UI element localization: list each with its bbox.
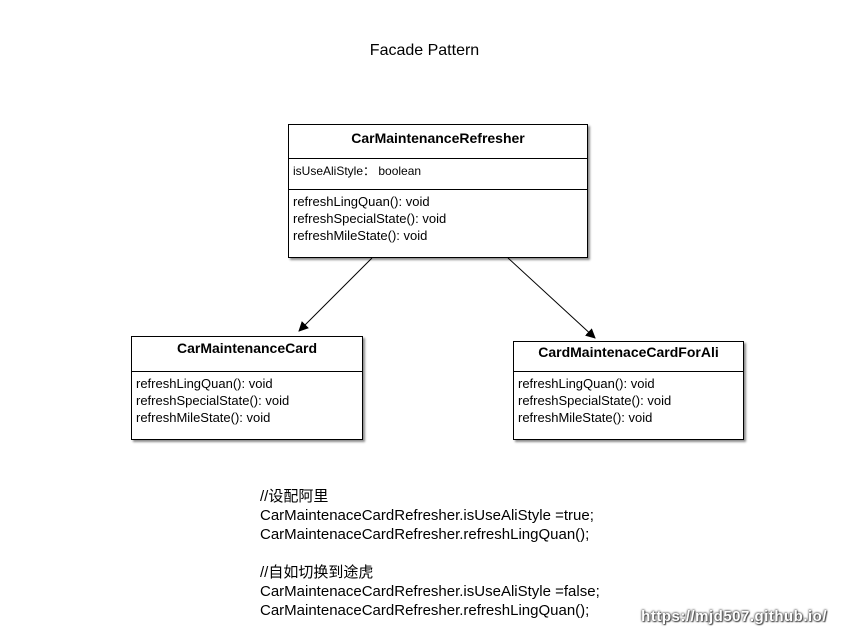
class-car-maintenance-card: CarMaintenanceCard refreshLingQuan(): vo… (131, 336, 363, 440)
class-operations: refreshLingQuan(): void refreshSpecialSt… (514, 372, 743, 429)
class-name: CarMaintenanceRefresher (289, 125, 587, 159)
operation: refreshLingQuan(): void (293, 194, 430, 209)
code-line: CarMaintenaceCardRefresher.isUseAliStyle… (260, 507, 594, 524)
code-line: CarMaintenaceCardRefresher.refreshLingQu… (260, 526, 590, 543)
usage-code-block: //设配阿里 CarMaintenaceCardRefresher.isUseA… (260, 487, 600, 620)
arrow-to-card-ali (507, 257, 596, 339)
operation: refreshSpecialState(): void (136, 393, 290, 408)
operation: refreshSpecialState(): void (293, 211, 447, 226)
code-blank-line (260, 544, 600, 563)
code-comment: //设配阿里 (260, 488, 329, 505)
operation: refreshMileState(): void (293, 228, 428, 243)
class-operations: refreshLingQuan(): void refreshSpecialSt… (289, 190, 587, 247)
arrow-to-card (298, 257, 373, 332)
code-comment: //自如切换到途虎 (260, 564, 374, 581)
watermark-url: https://mjd507.github.io/ (641, 608, 827, 625)
operation: refreshMileState(): void (518, 410, 653, 425)
operation: refreshLingQuan(): void (136, 376, 273, 391)
class-name: CarMaintenanceCard (132, 337, 362, 372)
attribute-is-use-ali-style: isUseAliStyle： boolean (293, 164, 422, 178)
class-attributes: isUseAliStyle： boolean (289, 159, 587, 190)
code-line: CarMaintenaceCardRefresher.isUseAliStyle… (260, 583, 600, 600)
class-card-maintenace-card-for-ali: CardMaintenaceCardForAli refreshLingQuan… (513, 341, 744, 440)
operation: refreshMileState(): void (136, 410, 271, 425)
class-car-maintenance-refresher: CarMaintenanceRefresher isUseAliStyle： b… (288, 124, 588, 258)
operation: refreshLingQuan(): void (518, 376, 655, 391)
code-line: CarMaintenaceCardRefresher.refreshLingQu… (260, 602, 590, 619)
operation: refreshSpecialState(): void (518, 393, 672, 408)
class-name: CardMaintenaceCardForAli (514, 342, 743, 372)
diagram-title: Facade Pattern (369, 42, 480, 59)
class-operations: refreshLingQuan(): void refreshSpecialSt… (132, 372, 362, 429)
